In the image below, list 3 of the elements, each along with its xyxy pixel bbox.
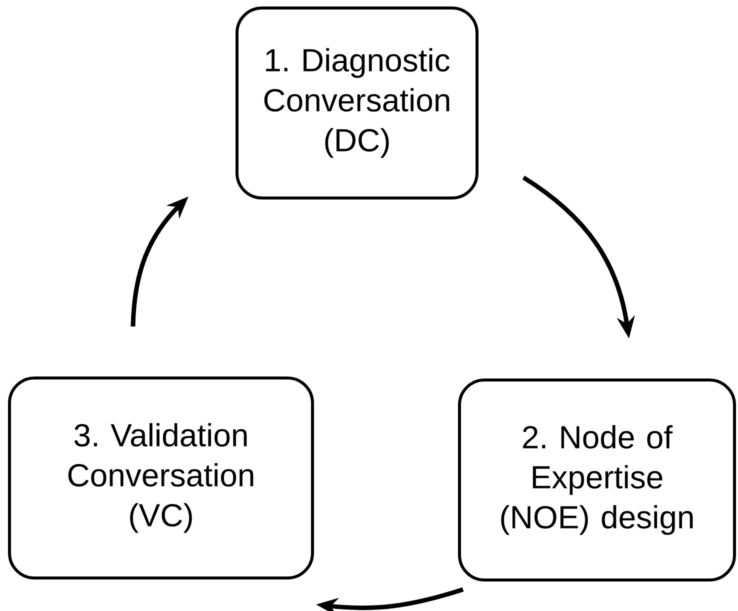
process-box: 1. Diagnostic Conversation (DC) [236, 6, 478, 200]
process-box: 2. Node of Expertise (NOE) design [458, 378, 736, 582]
process-box: 3. Validation Conversation (VC) [8, 376, 314, 580]
